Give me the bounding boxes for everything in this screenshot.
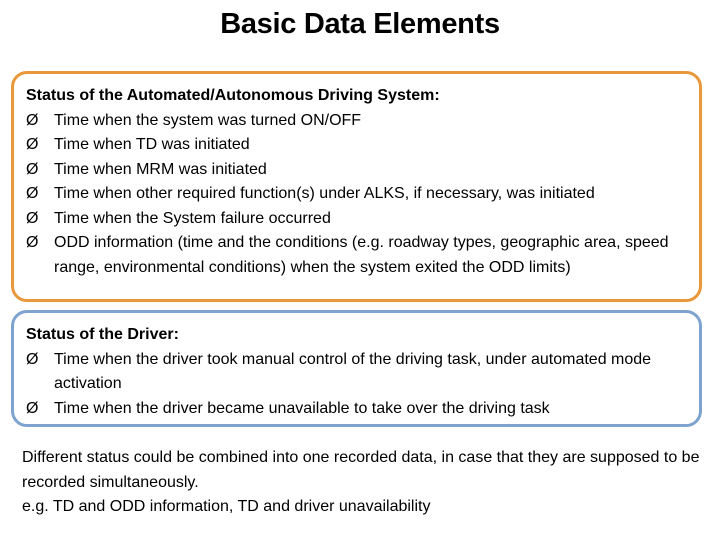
system-status-heading: Status of the Automated/Autonomous Drivi… [26,87,440,104]
arrow-bullet-icon: Ø [26,209,39,227]
combination-note: Different status could be combined into … [22,446,702,520]
arrow-bullet-icon: Ø [26,136,39,153]
note-text: Different status could be combined into … [22,449,700,491]
system-status-box: Status of the Automated/Autonomous Drivi… [11,71,702,302]
driver-status-box: Status of the Driver: Ø Time when the dri… [11,310,702,427]
list-item-text: Time when the System failure occurred [54,209,331,227]
list-item: Ø Time when the system was turned ON/OFF [26,109,687,134]
list-item: Ø Time when other required function(s) un… [26,182,687,207]
list-item-text: Time when the system was turned ON/OFF [54,111,362,129]
arrow-bullet-icon: Ø [26,185,39,202]
driver-status-heading: Status of the Driver: [26,326,179,343]
list-item: Ø Time when the System failure occurred [26,207,687,232]
arrow-bullet-icon: Ø [26,111,39,129]
list-item: Ø Time when the driver took manual contro… [26,348,687,397]
slide-title: Basic Data Elements [220,8,500,40]
driver-status-list: Ø Time when the driver took manual contro… [26,348,687,422]
arrow-bullet-icon: Ø [26,399,39,417]
list-item: Ø Time when MRM was initiated [26,158,687,183]
list-item-text: Time when the driver took manual control… [54,350,652,393]
list-item-text: Time when other required function(s) und… [54,185,595,202]
list-item-text: ODD information (time and the conditions… [54,234,669,276]
arrow-bullet-icon: Ø [26,350,39,368]
note-example: e.g. TD and ODD information, TD and driv… [22,498,431,515]
list-item: Ø Time when the driver became unavailable… [26,397,687,422]
list-item: Ø ODD information (time and the condition… [26,231,687,280]
list-item-text: Time when the driver became unavailable … [54,399,550,417]
list-item-text: Time when MRM was initiated [54,160,267,178]
arrow-bullet-icon: Ø [26,160,39,178]
arrow-bullet-icon: Ø [26,234,39,251]
list-item-text: Time when TD was initiated [54,136,250,153]
list-item: Ø Time when TD was initiated [26,133,687,158]
